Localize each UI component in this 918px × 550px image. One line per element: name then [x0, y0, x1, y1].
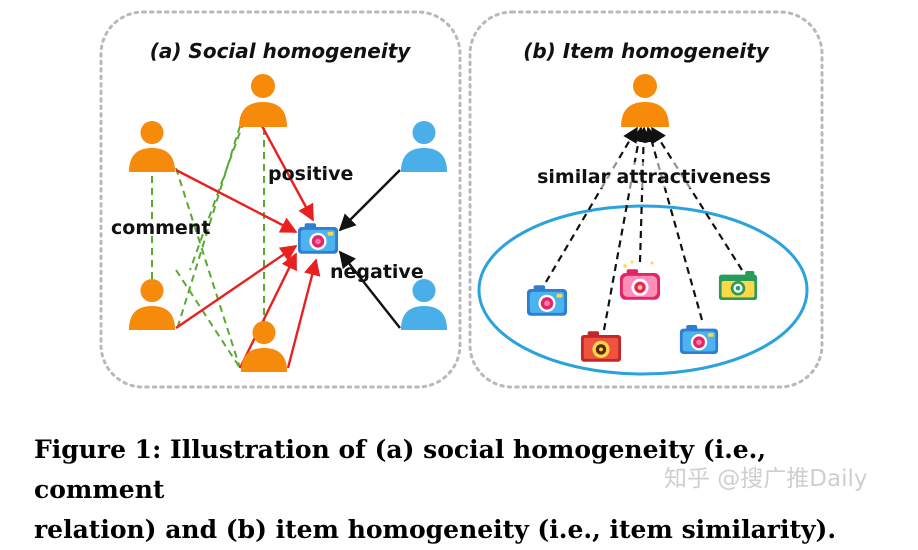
caption-line-1: Figure 1: Illustration of (a) social hom…	[34, 435, 767, 504]
label-backdrop	[538, 162, 768, 188]
item-cluster-ellipse	[477, 204, 809, 376]
label-negative: negative	[330, 261, 424, 283]
user-orange-icon	[128, 121, 176, 172]
user-orange-icon	[128, 279, 176, 330]
user-orange-icon	[240, 321, 288, 372]
label-comment: comment	[111, 217, 210, 239]
label-similar-attractiveness: similar attractiveness	[537, 166, 771, 188]
caption-line-2: relation) and (b) item homogeneity (i.e.…	[34, 515, 837, 544]
figure-diagram: (a) Social homogeneity	[99, 10, 868, 492]
item-camera-icon	[580, 331, 622, 362]
item-camera-icon	[526, 285, 568, 316]
panel-b-title: (b) Item homogeneity	[523, 39, 770, 63]
panel-b-border	[468, 10, 824, 389]
user-blue-icon	[400, 279, 448, 330]
negative-edges	[338, 169, 401, 329]
comment-edges	[151, 109, 265, 369]
user-blue-icon	[400, 121, 448, 172]
item-camera-icon	[619, 269, 661, 300]
user-orange-icon	[621, 74, 669, 127]
item-camera-icon	[297, 223, 339, 254]
panel-a-title: (a) Social homogeneity	[150, 39, 412, 63]
figure-caption: Figure 1: Illustration of (a) social hom…	[34, 430, 894, 550]
similarity-edges	[545, 126, 743, 331]
positive-edges	[175, 125, 321, 369]
watermark: 知乎 @搜广推Daily	[664, 466, 868, 492]
sparkle-icon	[623, 260, 654, 268]
user-orange-icon	[239, 74, 287, 127]
panel-item-homogeneity: (b) Item homogeneity similar attractiven…	[468, 10, 824, 389]
panel-social-homogeneity: (a) Social homogeneity	[99, 10, 462, 389]
item-camera-icon	[718, 270, 758, 301]
label-positive: positive	[268, 163, 353, 185]
panel-a-border	[99, 10, 462, 389]
item-camera-icon	[679, 324, 719, 355]
